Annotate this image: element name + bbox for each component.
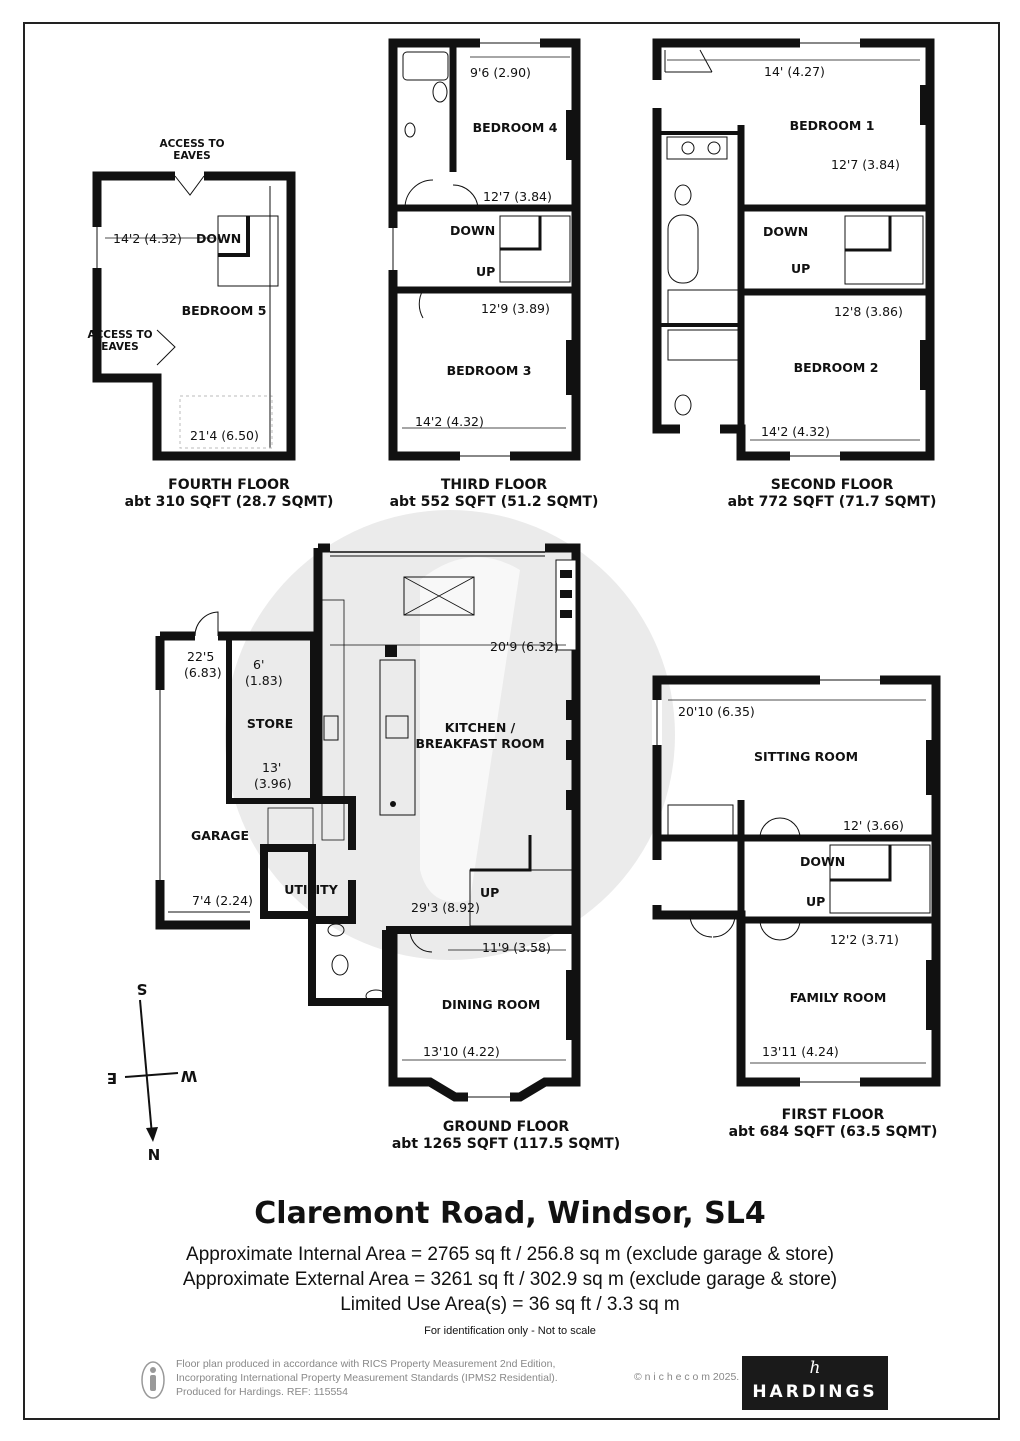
fourth-floor-title: FOURTH FLOOR [168, 477, 290, 493]
property-title: Claremont Road, Windsor, SL4 [254, 1196, 766, 1231]
bedroom2-width: 14'2 (4.32) [761, 424, 830, 439]
footer-line-3: Produced for Hardings. REF: 115554 [176, 1386, 348, 1398]
bedroom3-length: 12'9 (3.89) [481, 301, 550, 316]
footer-line-2: Incorporating International Property Mea… [176, 1372, 558, 1384]
bedroom1-length: 12'7 (3.84) [831, 157, 900, 172]
ground-up-label: UP [480, 885, 499, 900]
fourth-access-eaves-side-label-2: EAVES [101, 341, 138, 353]
footer-line-1: Floor plan produced in accordance with R… [176, 1358, 556, 1370]
fourth-access-eaves-top-label: ACCESS TO [159, 138, 224, 150]
bedroom4-label: BEDROOM 4 [473, 120, 558, 135]
external-area-text: Approximate External Area = 3261 sq ft /… [182, 1269, 838, 1290]
first-floor-area: abt 684 SQFT (63.5 SQMT) [729, 1124, 938, 1140]
garage-length: 22'5 [187, 649, 214, 664]
hardings-logo-text: HARDINGS [752, 1382, 878, 1402]
dining-length: 11'9 (3.58) [482, 940, 551, 955]
family-room-length: 12'2 (3.71) [830, 932, 899, 947]
compass-north-label: N [148, 1145, 161, 1163]
bedroom1-width: 14' (4.27) [764, 64, 825, 79]
first-floor-plan [652, 675, 941, 1087]
fourth-access-eaves-top-label-2: EAVES [173, 150, 210, 162]
copyright-text: © n i c h e c o m 2025. [634, 1371, 740, 1383]
bedroom1-label: BEDROOM 1 [790, 118, 875, 133]
garage-width: 7'4 (2.24) [192, 893, 253, 908]
third-floor-plan [388, 38, 581, 461]
kitchen-length: 29'3 (8.92) [411, 900, 480, 915]
footer-notes: Floor plan produced in accordance with R… [176, 1357, 558, 1399]
kitchen-label: KITCHEN / [445, 720, 516, 735]
third-down-label: DOWN [450, 223, 495, 238]
kitchen-label-2: BREAKFAST ROOM [415, 736, 544, 751]
store-width-metric: (1.83) [245, 673, 283, 688]
utility-label: UTILITY [284, 882, 338, 897]
bedroom5-label: BEDROOM 5 [182, 303, 267, 318]
compass-south-label: S [137, 980, 148, 998]
fourth-access-eaves-side-label: ACCESS TO [87, 329, 152, 341]
second-floor-area: abt 772 SQFT (71.7 SQMT) [728, 494, 937, 510]
bedroom2-length: 12'8 (3.86) [834, 304, 903, 319]
sitting-room-label: SITTING ROOM [754, 749, 858, 764]
kitchen-width: 20'9 (6.32) [490, 639, 559, 654]
third-up-label: UP [476, 264, 495, 279]
bedroom3-label: BEDROOM 3 [447, 363, 532, 378]
bedroom2-label: BEDROOM 2 [794, 360, 879, 375]
compass-rose [124, 999, 179, 1142]
fourth-bedroom5-width: 14'2 (4.32) [113, 231, 182, 246]
ground-floor-title: GROUND FLOOR [443, 1119, 570, 1135]
bedroom3-width: 14'2 (4.32) [415, 414, 484, 429]
limited-use-area-text: Limited Use Area(s) = 36 sq ft / 3.3 sq … [340, 1294, 680, 1315]
person-icon [141, 1361, 165, 1399]
compass-east-label: E [107, 1069, 117, 1087]
bedroom4-length: 12'7 (3.84) [483, 189, 552, 204]
hardings-logo-mark: h [809, 1358, 821, 1378]
store-length: 13' [262, 760, 281, 775]
first-down-label: DOWN [800, 854, 845, 869]
third-floor-area: abt 552 SQFT (51.2 SQMT) [390, 494, 599, 510]
third-floor-title: THIRD FLOOR [441, 477, 548, 493]
fourth-bedroom5-length: 21'4 (6.50) [190, 428, 259, 443]
family-room-width: 13'11 (4.24) [762, 1044, 839, 1059]
store-length-metric: (3.96) [254, 776, 292, 791]
scale-disclaimer: For identification only - Not to scale [424, 1325, 596, 1337]
second-down-label: DOWN [763, 224, 808, 239]
dining-width: 13'10 (4.22) [423, 1044, 500, 1059]
garage-length-metric: (6.83) [184, 665, 222, 680]
dining-label: DINING ROOM [442, 997, 541, 1012]
store-width: 6' [253, 657, 264, 672]
family-room-label: FAMILY ROOM [790, 990, 887, 1005]
garage-label: GARAGE [191, 828, 249, 843]
page-frame [23, 22, 1000, 1420]
second-up-label: UP [791, 261, 810, 276]
first-floor-title: FIRST FLOOR [782, 1107, 885, 1123]
ground-floor-plan [155, 543, 581, 1102]
sitting-room-length: 12' (3.66) [843, 818, 904, 833]
first-up-label: UP [806, 894, 825, 909]
ground-floor-area: abt 1265 SQFT (117.5 SQMT) [392, 1136, 620, 1152]
sitting-room-width: 20'10 (6.35) [678, 704, 755, 719]
compass-west-label: W [180, 1067, 197, 1085]
fourth-down-label: DOWN [196, 231, 241, 246]
second-floor-plan [652, 38, 935, 461]
bedroom4-width: 9'6 (2.90) [470, 65, 531, 80]
internal-area-text: Approximate Internal Area = 2765 sq ft /… [186, 1244, 834, 1265]
hardings-logo: h HARDINGS [742, 1356, 888, 1410]
fourth-floor-plan [92, 171, 296, 461]
fourth-floor-area: abt 310 SQFT (28.7 SQMT) [125, 494, 334, 510]
store-label: STORE [247, 716, 293, 731]
second-floor-title: SECOND FLOOR [771, 477, 894, 493]
